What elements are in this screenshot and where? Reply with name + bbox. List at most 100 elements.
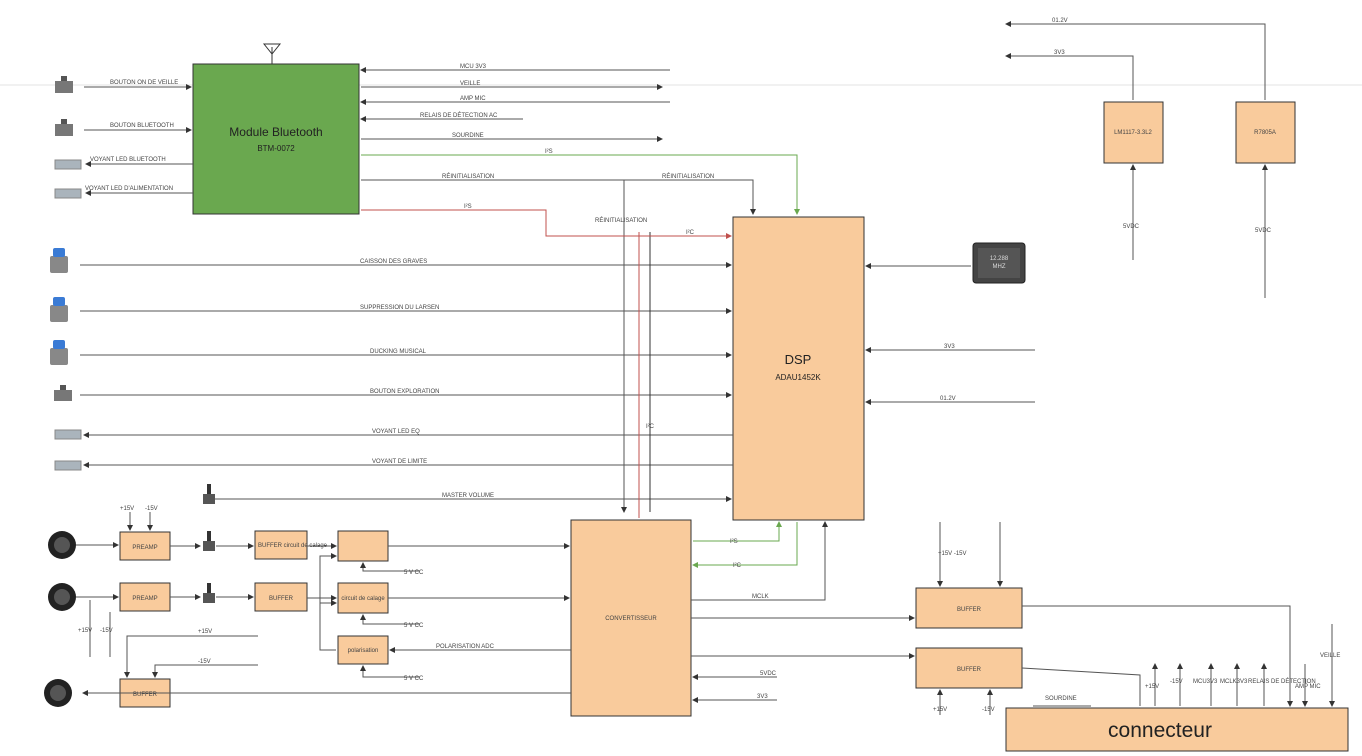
label-master-volume: MASTER VOLUME [442,493,494,499]
label-buffer-a: +15V [933,707,947,713]
buffer-mid-title: BUFFER [269,596,294,602]
bluetooth-module: Module Bluetooth BTM-0072 [192,63,360,215]
label-mcu: MCU 3V3 [460,64,487,70]
label-cc2: 5 V CC [404,623,424,629]
preamp-2: PREAMP [119,582,171,612]
push-button-icon [55,119,73,136]
regulator-7805: R7805A [1235,101,1296,164]
preamp-1: PREAMP [119,531,171,561]
xlr-connector-icon [48,583,76,611]
buffer-right-2-title: BUFFER [957,667,982,673]
label-5vdc-b: 5VDC [1255,228,1272,234]
label-buffer-b: -15V [982,707,995,713]
label-i2c-b: I²C [733,563,742,569]
preamp-2-title: PREAMP [132,596,157,602]
calage-mid: circuit de calage [337,582,389,614]
label-veille: VEILLE [460,81,480,87]
push-button-icon [55,76,73,93]
label-bouton-veille: BOUTON ON DE VEILLE [110,80,178,86]
connecteur-title: connecteur [1108,719,1212,742]
buffer-top: BUFFER circuit de calage [254,530,328,560]
polarisation-title: polarisation [348,648,379,654]
label-mclk: MCLK [752,594,769,600]
label-ducking: DUCKING MUSICAL [370,349,427,355]
label-top-12v: 01.2V [1052,18,1068,24]
label-c-p15: +15V [1145,684,1159,690]
dsp-block: DSP ADAU1452K [732,216,865,521]
polarisation-block: polarisation [337,635,389,665]
label-caisson: CAISSON DES GRAVES [360,259,427,265]
buffer-right-1-title: BUFFER [957,607,982,613]
label-c-amp: AMP MIC [1295,684,1321,690]
buffer-top-title: BUFFER circuit de calage [258,543,328,549]
dsp-subtitle: ADAU1452K [775,373,821,382]
regulator-lm1117: LM1117-3.3L2 [1103,101,1164,164]
label-c-mcu: MCU3V3 [1193,679,1218,685]
push-button-icon [54,385,72,401]
label-relais: RELAIS DE DÉTECTION AC [420,112,498,119]
button-cap-icon [50,297,68,322]
label-p15d: -15V [100,628,113,634]
button-cap-icon [50,340,68,365]
label-3v3: 3V3 [944,344,955,350]
label-5vdc-codec: 5VDC [760,671,777,677]
label-voyant-bluetooth: VOYANT LED BLUETOOTH [90,157,166,163]
label-i2s: I²S [545,149,553,155]
connecteur-block: connecteur [1005,707,1349,752]
label-voyant-alim: VOYANT LED D'ALIMENTATION [85,186,173,192]
dsp-title: DSP [785,352,812,367]
signal-labels: BOUTON ON DE VEILLE BOUTON BLUETOOTH VOY… [78,18,1340,713]
label-sourdine: SOURDINE [452,133,484,139]
label-voyant-eq: VOYANT LED EQ [372,429,420,435]
calage-top [337,530,389,562]
label-reinit: RÉINITIALISATION [442,173,494,180]
label-3v3-codec: 3V3 [757,694,768,700]
xlr-connector-icon [44,679,72,707]
xlr-connector-icon [48,531,76,559]
codec-title: CONVERTISSEUR [605,616,657,622]
potentiometer-icon [203,484,215,504]
label-i2c: I²C [686,230,695,236]
label-c-veille: VEILLE [1320,653,1340,659]
potentiometer-icon [203,531,215,551]
led-indicator-icon [54,159,82,170]
codec-block: CONVERTISSEUR [570,519,692,717]
label-p15a: +15V [120,506,134,512]
label-larsen: SUPPRESSION DU LARSEN [360,305,439,311]
label-cc3: 5 V CC [404,676,424,682]
crystal-line2: MHZ [993,264,1006,270]
buffer-right-1: BUFFER [915,587,1023,629]
potentiometer-icon [203,583,215,603]
crystal-line1: 12.288 [990,256,1009,262]
label-ampmic: AMP MIC [460,96,486,102]
buffer-mid: BUFFER [254,582,308,612]
label-p15b: -15V [145,506,158,512]
crystal-oscillator: 12.288 MHZ [972,242,1026,284]
label-c-m15: -15V [1170,679,1183,685]
bluetooth-module-title: Module Bluetooth [229,125,322,139]
led-indicator-icon [54,429,82,440]
label-i2s-b: I²S [730,539,738,545]
label-bouton-bluetooth: BOUTON BLUETOOTH [110,123,174,129]
label-reinit-3: RÉINITIALISATION [595,217,647,224]
button-cap-icon [50,248,68,273]
label-c-sourdine: SOURDINE [1045,696,1077,702]
preamp-1-title: PREAMP [132,545,157,551]
buffer-right-2: BUFFER [915,647,1023,689]
led-indicator-icon [54,460,82,471]
regulator-lm1117-title: LM1117-3.3L2 [1114,130,1152,136]
label-i2c-vertical: I²C [646,424,655,430]
label-bouton-exploration: BOUTON EXPLORATION [370,389,439,395]
label-polar-adc: POLARISATION ADC [436,644,495,650]
label-top-3v3: 3V3 [1054,50,1065,56]
label-c-relais: RELAIS DE DÉTECTION [1248,678,1316,685]
regulator-7805-title: R7805A [1254,130,1276,136]
label-i2s-red: I²S [464,204,472,210]
label-p15c: +15V [78,628,92,634]
label-voyant-limite: VOYANT DE LIMITE [372,459,427,465]
bluetooth-module-subtitle: BTM-0072 [257,144,295,153]
label-p15e: +15V [198,629,212,635]
label-12v: 01.2V [940,396,956,402]
label-5vdc-a: 5VDC [1123,224,1140,230]
